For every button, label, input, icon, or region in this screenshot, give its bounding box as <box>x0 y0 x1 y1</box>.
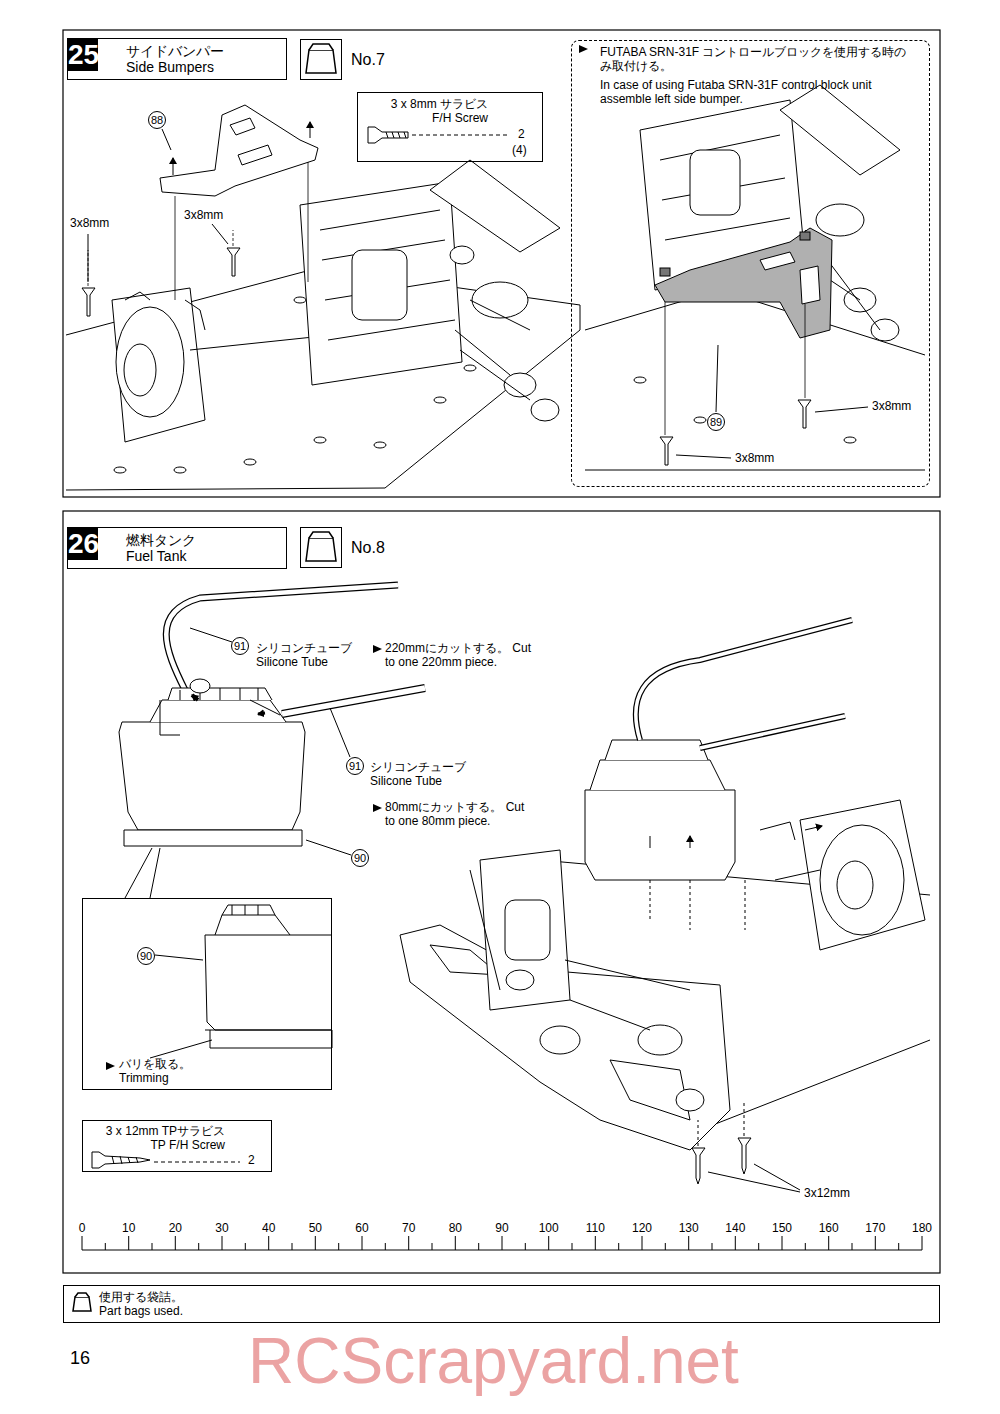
ruler-number: 90 <box>482 1221 522 1235</box>
screw-box: 3 x 8mm サラビス F/H Screw 2 (4) <box>357 92 543 162</box>
ruler-number: 180 <box>902 1221 942 1235</box>
callout-number: 91 <box>231 637 249 655</box>
step-header: 25 サイドバンパー Side Bumpers <box>67 38 287 80</box>
ruler-number: 0 <box>62 1221 102 1235</box>
screw-label: 3x8mm <box>70 216 109 230</box>
screw-count: 2 <box>248 1153 255 1167</box>
note-box: FUTABA SRN-31F コントロールブロックを使用する時のみ取付ける。 In… <box>571 40 930 487</box>
note-english: In case of using Futaba SRN-31F control … <box>600 78 918 107</box>
ruler-number: 130 <box>669 1221 709 1235</box>
screw-name: 3 x 8mm サラビス F/H Screw <box>384 97 488 126</box>
note-japanese: FUTABA SRN-31F コントロールブロックを使用する時のみ取付ける。 <box>600 45 918 74</box>
ruler-number: 30 <box>202 1221 242 1235</box>
callout-number: 90 <box>351 849 369 867</box>
screw-name: 3 x 12mm TPサラビス TP F/H Screw <box>93 1124 225 1153</box>
screw-label: 3x8mm <box>184 208 223 222</box>
step-title: 燃料タンク Fuel Tank <box>126 532 213 564</box>
ruler-number: 120 <box>622 1221 662 1235</box>
page-number: 16 <box>70 1349 90 1369</box>
bag-box: No.7 <box>300 39 342 80</box>
step-title: サイドバンパー Side Bumpers <box>126 43 235 75</box>
screw-label: 3x8mm <box>872 399 911 413</box>
ruler-number: 70 <box>389 1221 429 1235</box>
ruler-number: 140 <box>715 1221 755 1235</box>
ruler-number: 40 <box>249 1221 289 1235</box>
legend-text: 使用する袋詰。 Part bags used. <box>99 1290 190 1319</box>
screw-label: 3x12mm <box>804 1186 850 1200</box>
ruler-number: 150 <box>762 1221 802 1235</box>
callout-number: 90 <box>137 947 155 965</box>
ruler-number: 80 <box>435 1221 475 1235</box>
instruction-note: 220mmにカットする。 Cut to one 220mm piece. <box>385 641 535 670</box>
bag-number: No.7 <box>351 50 385 69</box>
ruler-number: 110 <box>575 1221 615 1235</box>
bag-number: No.8 <box>351 538 385 557</box>
callout-number: 89 <box>707 413 725 431</box>
ruler-number: 100 <box>529 1221 569 1235</box>
detail-inset: バリを取る。 Trimming <box>82 898 332 1090</box>
part-name: シリコンチューブ Silicone Tube <box>370 760 473 789</box>
step-number: 25 <box>68 39 98 71</box>
step-number: 26 <box>68 528 98 560</box>
ruler-number: 10 <box>109 1221 149 1235</box>
screw-count: 2 <box>518 127 525 141</box>
trimming-note: バリを取る。 Trimming <box>119 1057 198 1086</box>
ruler-number: 160 <box>809 1221 849 1235</box>
screw-label: 3x8mm <box>735 451 774 465</box>
ruler-number: 50 <box>295 1221 335 1235</box>
part-name: シリコンチューブ Silicone Tube <box>256 641 359 670</box>
step-header: 26 燃料タンク Fuel Tank <box>67 527 287 569</box>
ruler-number: 20 <box>155 1221 195 1235</box>
screw-count-option: (4) <box>512 143 527 157</box>
ruler-number: 60 <box>342 1221 382 1235</box>
ruler-number: 170 <box>855 1221 895 1235</box>
bag-box: No.8 <box>300 527 342 568</box>
instruction-note: 80mmにカットする。 Cut to one 80mm piece. <box>385 800 535 829</box>
legend-note: 使用する袋詰。 Part bags used. <box>63 1285 940 1323</box>
watermark: RCScrapyard.net <box>248 1326 739 1396</box>
callout-number: 91 <box>346 757 364 775</box>
callout-number: 88 <box>148 111 166 129</box>
screw-box: 3 x 12mm TPサラビス TP F/H Screw 2 <box>82 1120 272 1172</box>
